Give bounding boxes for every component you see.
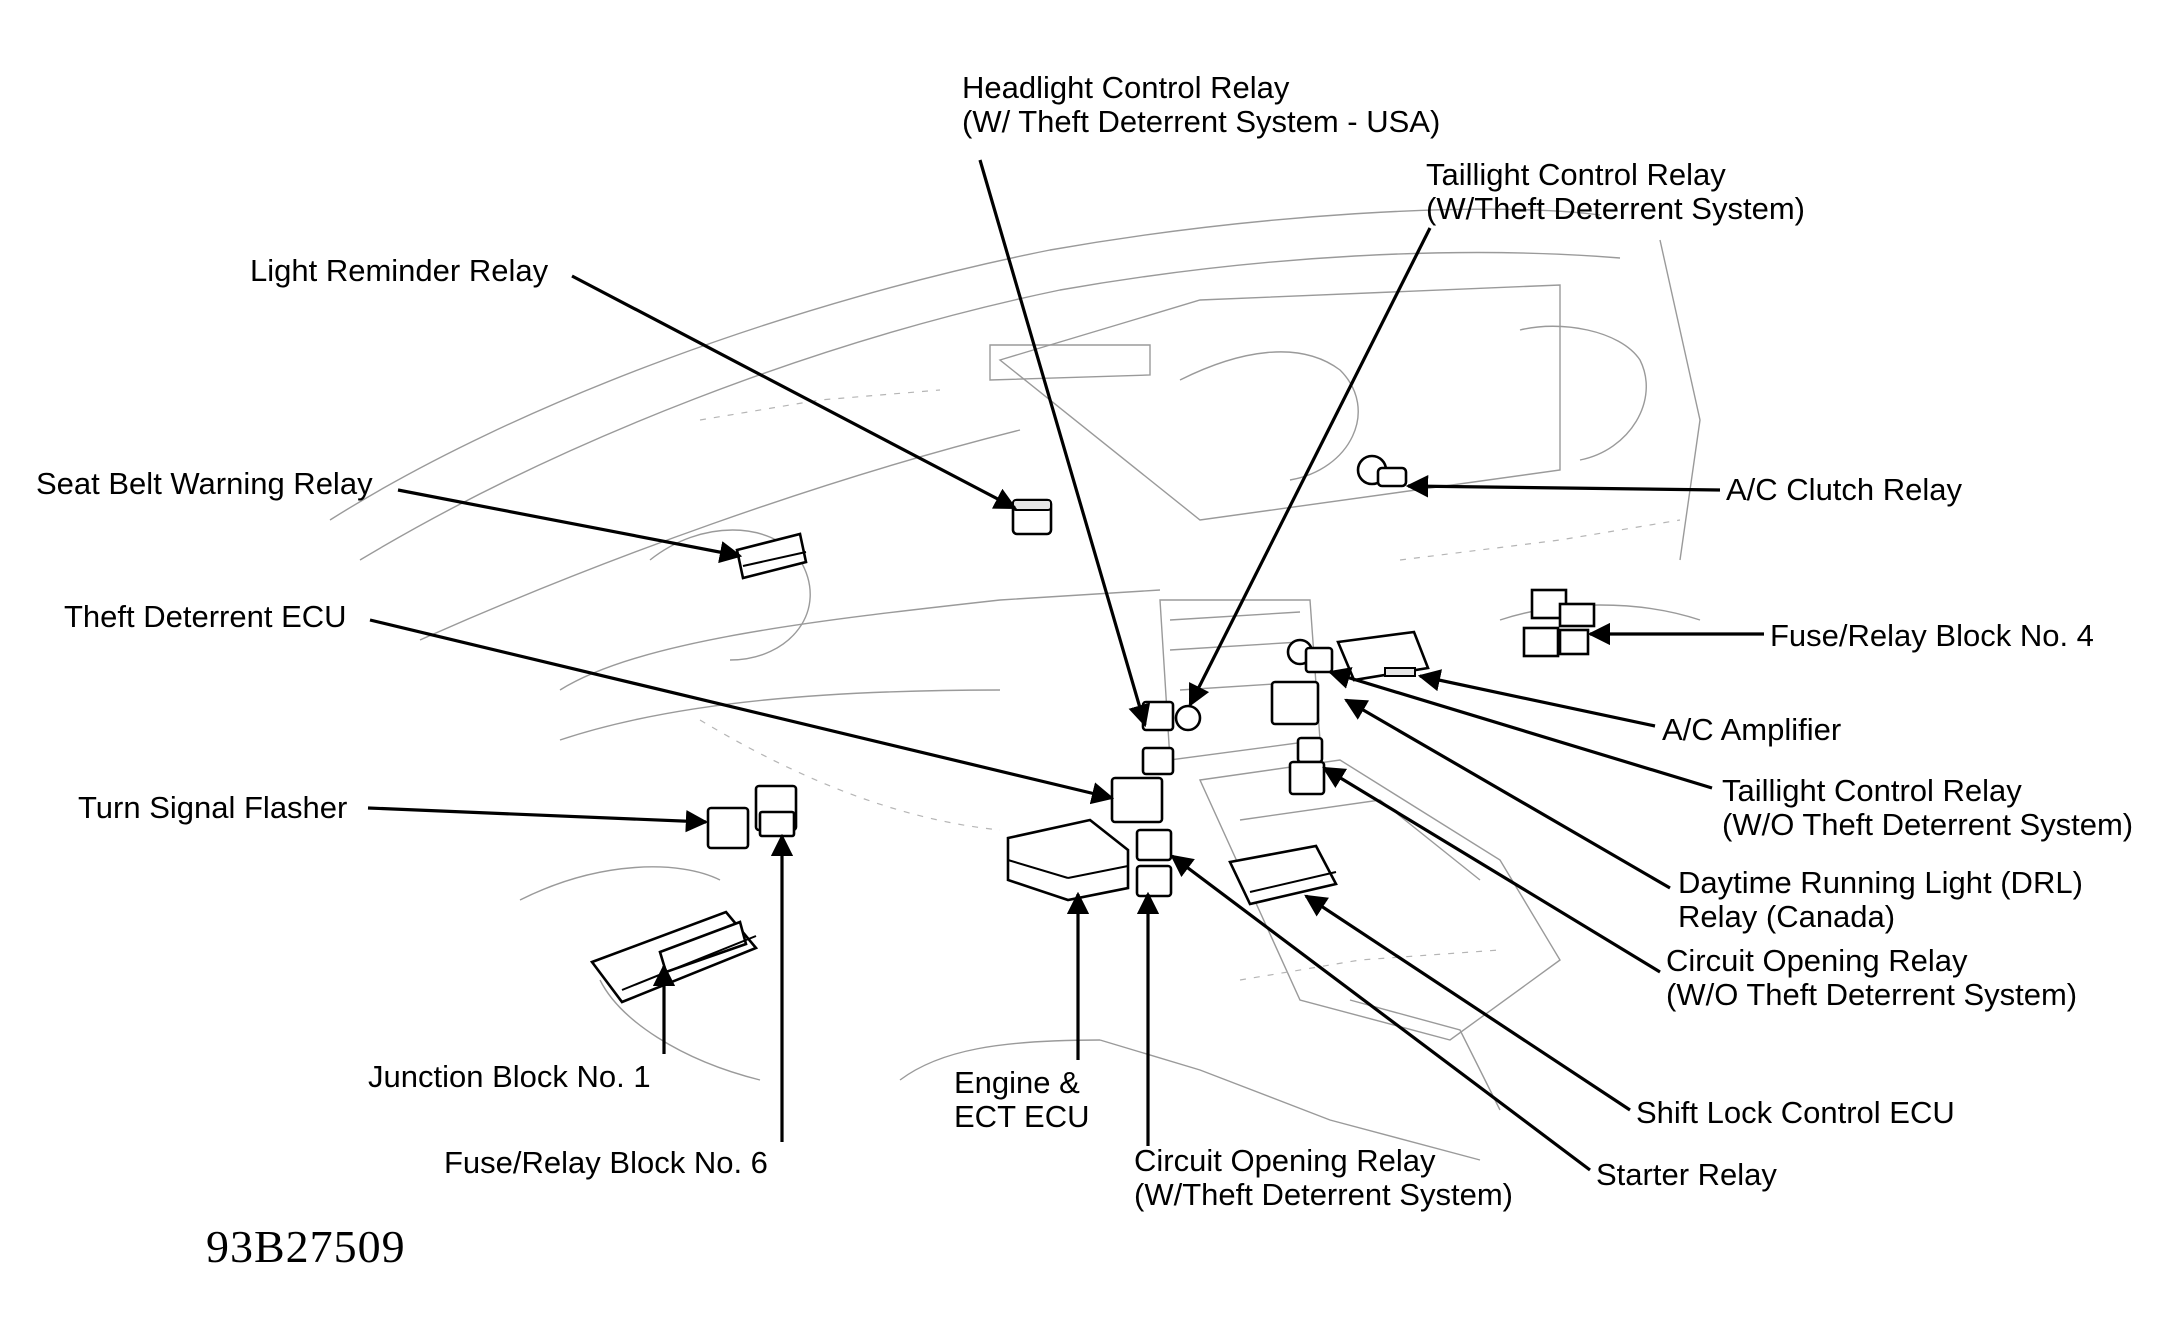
label-circuit-opening-relay-wo: Circuit Opening Relay (W/O Theft Deterre… xyxy=(1666,944,2077,1012)
fuse-relay-block-6-part xyxy=(758,810,796,838)
label-starter-relay: Starter Relay xyxy=(1596,1157,1777,1192)
junction-block-1-part xyxy=(589,910,759,1004)
label-engine-ect-ecu-line2: ECT ECU xyxy=(954,1099,1090,1134)
label-turn-signal-flasher: Turn Signal Flasher xyxy=(78,790,348,825)
label-shift-lock-control-ecu: Shift Lock Control ECU xyxy=(1636,1095,1955,1130)
label-headlight-control-relay-line1: Headlight Control Relay xyxy=(962,70,1290,105)
label-drl-relay: Daytime Running Light (DRL) Relay (Canad… xyxy=(1678,866,2083,934)
figure-code: 93B27509 xyxy=(206,1221,406,1272)
leader-headlight-control-relay xyxy=(978,159,1151,728)
seat-belt-warning-relay-part xyxy=(735,532,808,580)
taillight-control-relay-wo-part xyxy=(1270,680,1320,726)
leader-ac-clutch-relay xyxy=(1405,475,1721,498)
leader-ac-amplifier xyxy=(1417,669,1656,728)
label-taillight-control-relay-w-line2: (W/Theft Deterrent System) xyxy=(1426,191,1805,226)
ac-clutch-relay-part xyxy=(1356,454,1408,488)
label-drl-relay-line1: Daytime Running Light (DRL) xyxy=(1678,865,2083,900)
leader-lines xyxy=(367,159,1764,1172)
label-taillight-control-relay-wo: Taillight Control Relay (W/O Theft Deter… xyxy=(1722,774,2133,842)
label-ac-clutch-relay: A/C Clutch Relay xyxy=(1726,472,1963,507)
leader-light-reminder-relay xyxy=(571,274,1017,510)
label-fuse-relay-block-4: Fuse/Relay Block No. 4 xyxy=(1770,618,2094,653)
leader-drl-relay xyxy=(1344,698,1671,890)
drl-relay-part xyxy=(1296,736,1324,764)
dashboard-outline xyxy=(329,208,1701,1161)
label-ac-amplifier: A/C Amplifier xyxy=(1662,712,1842,747)
engine-ect-ecu-part xyxy=(1006,818,1130,902)
components xyxy=(589,454,1596,1004)
label-engine-ect-ecu: Engine & ECT ECU xyxy=(954,1066,1090,1134)
label-taillight-control-relay-wo-line1: Taillight Control Relay xyxy=(1722,773,2022,808)
label-junction-block-1: Junction Block No. 1 xyxy=(368,1059,651,1094)
starter-relay-part xyxy=(1135,828,1173,862)
label-taillight-control-relay-wo-line2: (W/O Theft Deterrent System) xyxy=(1722,807,2134,842)
leader-seat-belt-warning-relay xyxy=(397,488,743,564)
leader-taillight-control-relay-w xyxy=(1188,227,1432,708)
label-fuse-relay-block-6: Fuse/Relay Block No. 6 xyxy=(444,1145,768,1180)
shift-lock-control-ecu-part xyxy=(1228,844,1338,906)
leader-circuit-opening-relay-wo xyxy=(1322,766,1661,974)
light-reminder-relay-part xyxy=(1011,498,1053,536)
label-circuit-opening-relay-wo-line2: (W/O Theft Deterrent System) xyxy=(1666,977,2078,1012)
label-taillight-control-relay-w: Taillight Control Relay (W/Theft Deterre… xyxy=(1426,158,1805,226)
headlight-control-relay-part xyxy=(1141,700,1202,732)
circuit-opening-relay-wo-part xyxy=(1288,760,1326,796)
label-headlight-control-relay-line2: (W/ Theft Deterrent System - USA) xyxy=(962,104,1441,139)
taillight-control-relay-w-part xyxy=(1286,638,1334,674)
circuit-opening-relay-w-part xyxy=(1135,864,1173,898)
label-circuit-opening-relay-wo-line1: Circuit Opening Relay xyxy=(1666,943,1968,978)
label-seat-belt-warning-relay: Seat Belt Warning Relay xyxy=(36,466,373,501)
label-light-reminder-relay: Light Reminder Relay xyxy=(250,253,549,288)
label-circuit-opening-relay-w-line2: (W/Theft Deterrent System) xyxy=(1134,1177,1513,1212)
label-engine-ect-ecu-line1: Engine & xyxy=(954,1065,1080,1100)
leader-theft-deterrent-ecu xyxy=(369,618,1115,805)
leader-taillight-control-relay-wo xyxy=(1327,667,1713,790)
label-circuit-opening-relay-w: Circuit Opening Relay (W/Theft Deterrent… xyxy=(1134,1144,1513,1212)
label-taillight-control-relay-w-line1: Taillight Control Relay xyxy=(1426,157,1726,192)
theft-deterrent-ecu-part xyxy=(1110,746,1175,824)
leader-starter-relay xyxy=(1170,854,1591,1172)
label-circuit-opening-relay-w-line1: Circuit Opening Relay xyxy=(1134,1143,1436,1178)
leader-turn-signal-flasher xyxy=(367,806,709,833)
ac-amplifier-part xyxy=(1336,630,1430,682)
label-headlight-control-relay: Headlight Control Relay (W/ Theft Deterr… xyxy=(962,71,1440,139)
label-theft-deterrent-ecu: Theft Deterrent ECU xyxy=(64,599,347,634)
label-drl-relay-line2: Relay (Canada) xyxy=(1678,899,1896,934)
fuse-relay-block-4-part xyxy=(1522,588,1596,658)
leader-shift-lock-control-ecu xyxy=(1304,894,1631,1112)
